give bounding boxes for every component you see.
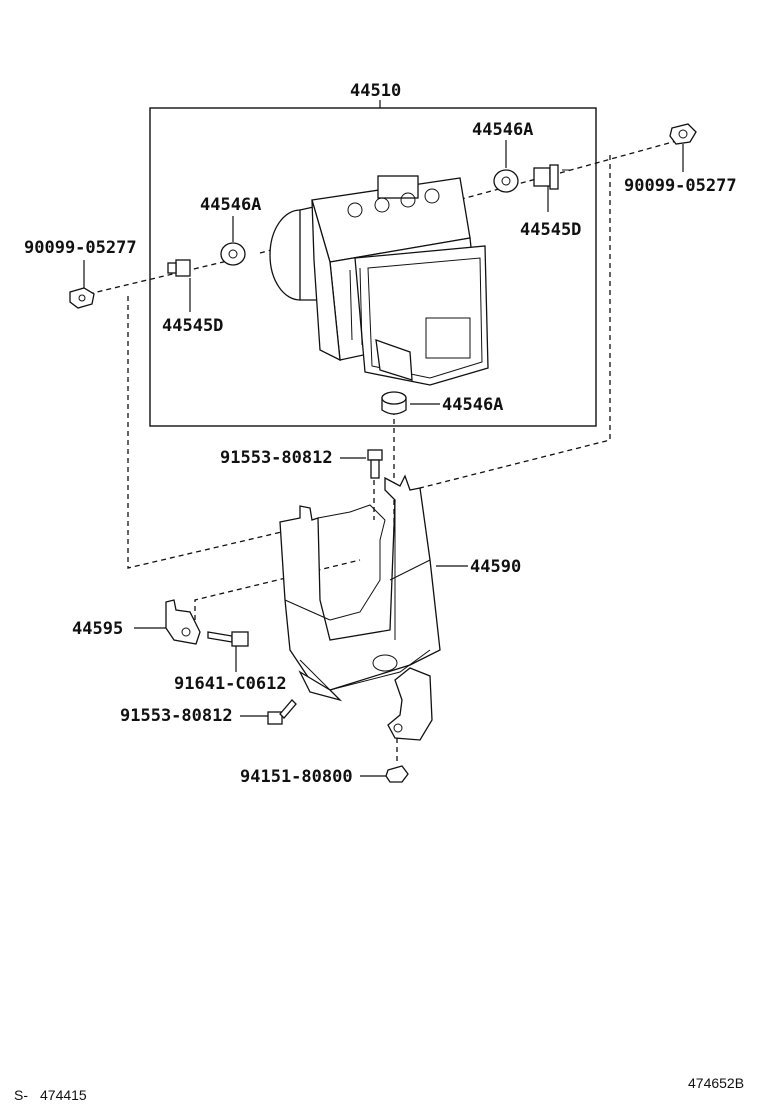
left-mount-dashed-path xyxy=(127,296,291,569)
label-44595[interactable]: 44595 xyxy=(72,619,123,639)
label-44510[interactable]: 44510 xyxy=(350,81,401,101)
bolt-91641 xyxy=(207,631,249,647)
bushing-left xyxy=(220,242,246,266)
label-94151-80800[interactable]: 94151-80800 xyxy=(240,767,353,787)
label-44545d-left[interactable]: 44545D xyxy=(162,316,223,336)
nut-right xyxy=(669,123,697,145)
nut-bottom xyxy=(385,765,409,783)
actuator-assembly-frame xyxy=(149,107,597,427)
collar-right xyxy=(533,164,570,190)
nut-left xyxy=(69,287,95,309)
label-44545d-right[interactable]: 44545D xyxy=(520,220,581,240)
label-90099-05277-left[interactable]: 90099-05277 xyxy=(24,238,137,258)
label-90099-05277-right[interactable]: 90099-05277 xyxy=(624,176,737,196)
bracket-44590 xyxy=(279,474,441,741)
label-91641-c0612[interactable]: 91641-C0612 xyxy=(174,674,287,694)
footer-prefix: S- xyxy=(14,1087,28,1103)
bushing-bottom xyxy=(381,391,407,415)
label-44546a-left[interactable]: 44546A xyxy=(200,195,261,215)
label-44546a-top-right[interactable]: 44546A xyxy=(472,120,533,140)
bolt-top xyxy=(367,449,383,479)
footer-right-code: 474652B xyxy=(688,1075,744,1091)
label-91553-80812-bottom[interactable]: 91553-80812 xyxy=(120,706,233,726)
bolt-bottom xyxy=(267,699,297,725)
collar-left xyxy=(167,259,191,277)
label-44590[interactable]: 44590 xyxy=(470,557,521,577)
sub-bracket-44595 xyxy=(165,599,201,645)
label-44546a-bottom[interactable]: 44546A xyxy=(442,395,503,415)
sub-bracket-dashed-path xyxy=(194,559,361,620)
label-91553-80812-top[interactable]: 91553-80812 xyxy=(220,448,333,468)
footer-left-number: 474415 xyxy=(40,1087,87,1103)
bushing-top-right xyxy=(493,169,519,193)
right-mount-dashed-path xyxy=(419,155,611,489)
abs-actuator-illustration xyxy=(269,175,489,386)
